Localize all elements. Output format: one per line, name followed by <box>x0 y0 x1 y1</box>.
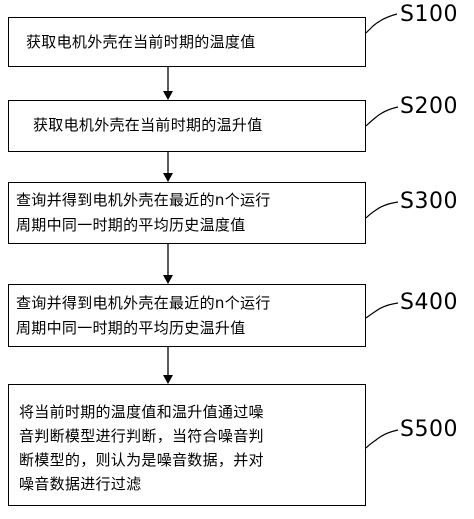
step-line: 周期中同一时期的平均历史温升值 <box>16 319 246 337</box>
step-box-s300 <box>8 182 366 244</box>
step-text-s200: 获取电机外壳在当前时期的温升值 <box>33 113 263 138</box>
step-line: 查询并得到电机外壳在最近的n个运行 <box>16 191 271 209</box>
step-box-s400 <box>8 284 366 347</box>
step-label-s100: S100 <box>400 2 458 27</box>
step-text-s100: 获取电机外壳在当前时期的温度值 <box>26 30 256 55</box>
step-line: 噪音数据进行过滤 <box>19 475 142 493</box>
step-box-s200 <box>8 100 366 152</box>
step-box-s500 <box>8 384 366 506</box>
step-label-s300: S300 <box>400 189 458 214</box>
step-box-s100 <box>8 17 366 67</box>
step-line: 断模型的，则认为是噪音数据，并对 <box>19 451 264 469</box>
leader-line-s400 <box>365 302 399 319</box>
step-line: 查询并得到电机外壳在最近的n个运行 <box>16 294 271 312</box>
step-line: 音判断模型进行判断，当符合噪音判 <box>19 427 264 445</box>
leader-line-s500 <box>365 429 399 449</box>
step-label-s400: S400 <box>400 290 458 315</box>
leader-line-s300 <box>365 201 399 219</box>
step-text-s400: 查询并得到电机外壳在最近的n个运行 周期中同一时期的平均历史温升值 <box>16 291 271 341</box>
step-label-s500: S500 <box>400 417 458 442</box>
step-label-s200: S200 <box>400 94 458 119</box>
leader-line-s200 <box>365 106 399 127</box>
step-text-s500: 将当前时期的温度值和温升值通过噪 音判断模型进行判断，当符合噪音判 断模型的，则… <box>19 400 264 496</box>
step-text-s300: 查询并得到电机外壳在最近的n个运行 周期中同一时期的平均历史温度值 <box>16 188 271 238</box>
step-line: 获取电机外壳在当前时期的温升值 <box>33 116 263 134</box>
step-line: 获取电机外壳在当前时期的温度值 <box>26 33 256 51</box>
step-line: 将当前时期的温度值和温升值通过噪 <box>19 403 264 421</box>
step-line: 周期中同一时期的平均历史温度值 <box>16 216 246 234</box>
leader-line-s100 <box>365 13 398 34</box>
